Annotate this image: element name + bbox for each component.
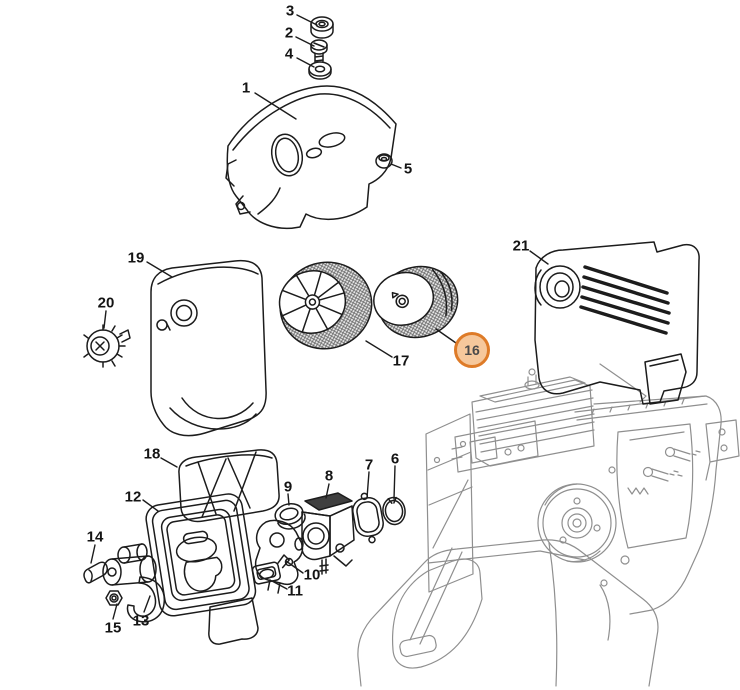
part-6-ring-drawing [382,496,406,526]
part-4-washer-drawing [308,61,332,80]
part-1-cover-drawing [225,85,397,229]
part-10-flange-drawing [254,519,304,594]
part-21-baffle-drawing [534,241,700,405]
callout-7[interactable]: 7 [364,456,374,474]
callout-9[interactable]: 9 [283,478,293,496]
part-3-grommet-drawing [310,16,334,39]
callout-2[interactable]: 2 [284,24,294,42]
callout-5[interactable]: 5 [403,160,413,178]
leader-lines [90,14,549,620]
callout-12[interactable]: 12 [124,488,142,506]
callout-6[interactable]: 6 [390,450,400,468]
part-11-connector-drawing [251,554,290,585]
part-15-nut-drawing [105,590,123,606]
callout-1[interactable]: 1 [241,79,251,97]
part-8-carburetor-drawing [294,492,355,575]
callout-10[interactable]: 10 [303,566,321,584]
part-19-filter-cover-drawing [150,259,267,437]
callout-14[interactable]: 14 [86,528,104,546]
part-20-knob-drawing [83,324,131,368]
part-18-filter-base-drawing [178,449,280,523]
part-12-housing-frame-drawing [145,493,259,645]
callout-13[interactable]: 13 [132,612,150,630]
part-9-grommet-drawing [274,502,306,530]
part-7-gasket-drawing [352,492,384,544]
engine-assembly-drawing [357,363,740,687]
callout-3[interactable]: 3 [285,2,295,20]
callout-4[interactable]: 4 [284,45,294,63]
part-13-bracket-drawing [102,543,166,623]
callout-11[interactable]: 11 [287,582,303,600]
callout-20[interactable]: 20 [97,294,115,312]
callout-18[interactable]: 18 [143,445,161,463]
highlighted-callout-16[interactable]: 16 [454,332,490,368]
part-14-pin-drawing [83,561,108,584]
part-17-air-filter-drawing [278,261,373,350]
part-5-grommet-drawing [375,153,393,169]
callout-21[interactable]: 21 [512,237,530,255]
callout-8[interactable]: 8 [324,467,334,485]
part-16-air-filter-drawing [373,265,459,339]
part-2-screw-drawing [310,39,328,63]
callout-15[interactable]: 15 [104,619,122,637]
callout-19[interactable]: 19 [127,249,145,267]
callout-17[interactable]: 17 [392,352,410,370]
